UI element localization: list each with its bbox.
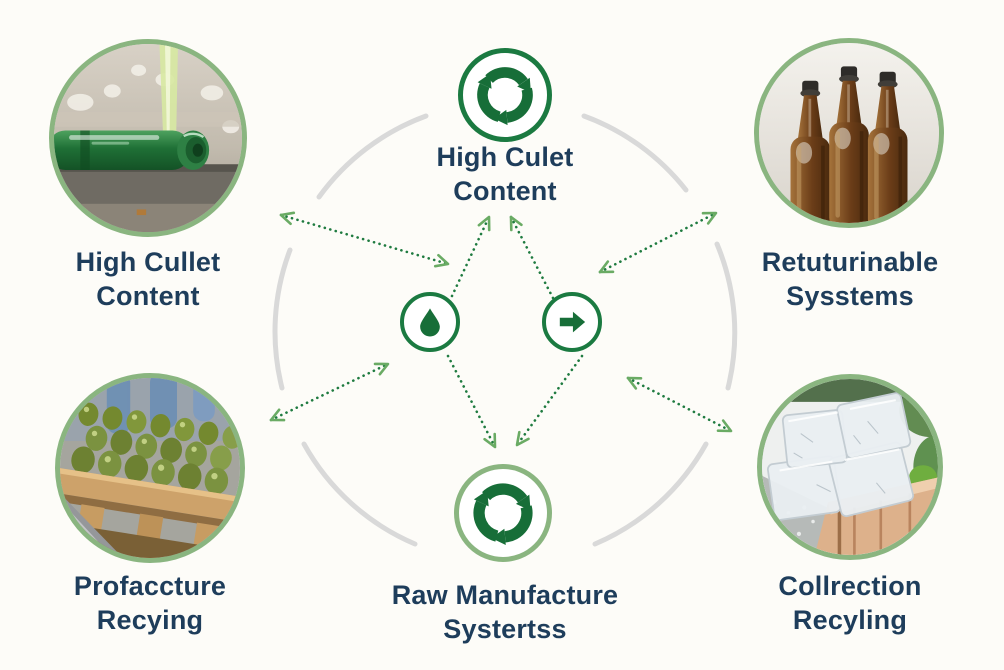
glass-cubes [767, 392, 914, 521]
recycle-glyph [477, 67, 533, 126]
node-label-bottom-center: Raw Manufacture Systertss [391, 580, 619, 645]
recycle-icon [454, 464, 552, 562]
water-drop-glyph [420, 308, 440, 337]
green-bottle-rows [71, 402, 240, 495]
circle-arcs [272, 113, 738, 547]
green-bottle-scene [54, 44, 242, 232]
photo-glass-blocks [757, 374, 943, 560]
node-label-top-left: High Cullet Content [75, 247, 221, 312]
amber-bottles-scene [759, 43, 939, 223]
arrowheads [269, 211, 733, 449]
arrow-right-glyph [559, 311, 586, 333]
photo-crated-green-bottles [55, 373, 245, 563]
glass-blocks-scene [762, 379, 938, 555]
amber-bottle [790, 80, 831, 223]
water-drop-icon [400, 292, 460, 352]
arrow-right-icon [542, 292, 602, 352]
node-label-bottom-right: Collrection Recyling [778, 571, 922, 636]
node-label-bottom-left: Profaccture Recying [73, 571, 227, 636]
crated-bottles-scene [60, 378, 240, 558]
recycle-icon [458, 48, 552, 142]
photo-amber-bottles [754, 38, 944, 228]
node-label-top-center: High Culet Content [436, 142, 574, 207]
recycle-glyph [473, 483, 533, 545]
dotted-arrows [269, 211, 733, 449]
amber-bottle [829, 66, 869, 223]
node-label-top-right: Retuturinable Sysstems [761, 247, 939, 312]
photo-green-bottle-production [49, 39, 247, 237]
amber-bottle [867, 71, 908, 223]
